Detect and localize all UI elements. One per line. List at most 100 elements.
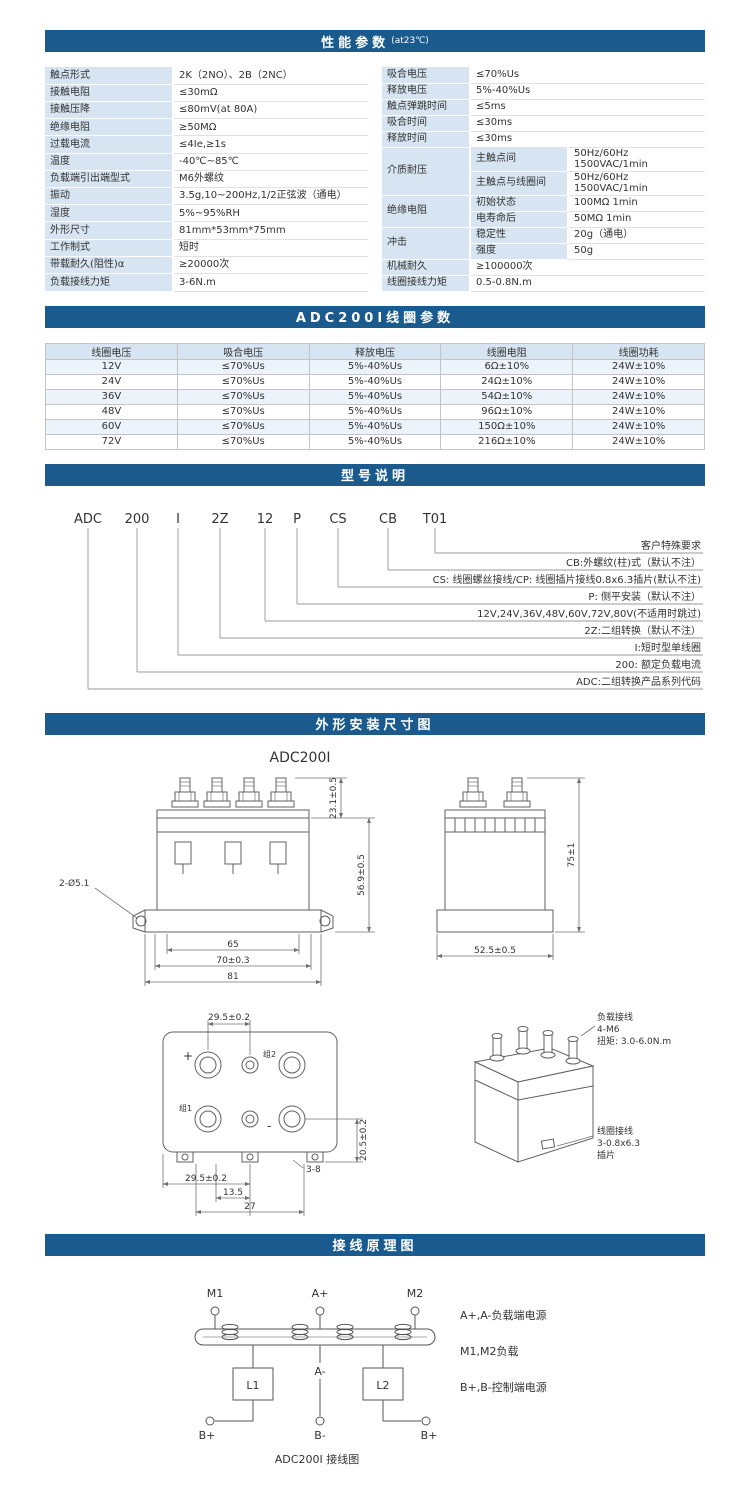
wiring-legend-line: A+,A-负载端电源 xyxy=(460,1308,547,1322)
terminal-m1-label: M1 xyxy=(207,1287,224,1300)
spec-label: 振动 xyxy=(45,187,174,206)
cell: 54Ω±10% xyxy=(440,388,574,405)
cell: ≤70%Us xyxy=(176,418,310,435)
dim-front-holes: 2-Ø5.1 xyxy=(59,878,89,889)
table-row: 工作制式短时 xyxy=(45,239,368,257)
dim-bottom-b1: 29.5±0.2 xyxy=(185,1174,227,1184)
spec-label: 吸合时间 xyxy=(382,115,471,132)
spec-value: 3-6N.m xyxy=(173,273,368,292)
column-header: 吸合电压 xyxy=(176,342,310,360)
section-title: 外形安装尺寸图 xyxy=(315,718,435,733)
spec-label: 绝缘电阻 xyxy=(45,118,174,137)
cell: 24V xyxy=(45,373,178,390)
load-terminal-note-size: 4-M6 xyxy=(597,1025,620,1035)
spec-label: 冲击 xyxy=(382,227,471,260)
spec-value: 20g（通电） xyxy=(568,227,705,244)
table-row: 吸合电压≤70%Us xyxy=(382,67,705,84)
cell: 6Ω±10% xyxy=(440,358,574,375)
spec-label: 吸合电压 xyxy=(382,67,471,84)
dim-bottom-b2: 13.5 xyxy=(223,1188,243,1198)
section-header-model: 型号说明 xyxy=(45,463,705,486)
spec-label: 外形尺寸 xyxy=(45,221,174,240)
section-title: 型号说明 xyxy=(340,469,409,484)
coil-terminal-note: 线圈接线 xyxy=(597,1125,633,1137)
dim-bottom-top: 29.5±0.2 xyxy=(208,1013,250,1023)
cell: 36V xyxy=(45,388,178,405)
cell: 5%-40%Us xyxy=(308,358,442,375)
model-desc: CB:外螺纹(柱)式（默认不注） xyxy=(566,556,701,569)
cell: 5%-40%Us xyxy=(308,418,442,435)
terminal-m2-label: M2 xyxy=(407,1287,424,1300)
cell: ≤70%Us xyxy=(176,403,310,420)
coil-l1-label: L1 xyxy=(246,1379,259,1392)
spec-value: 81mm*53mm*75mm xyxy=(173,221,368,240)
cell: 24W±10% xyxy=(572,358,705,375)
spec-sublabel: 强度 xyxy=(470,243,569,260)
spec-sublabel: 主触点与线圈间 xyxy=(470,171,569,196)
dim-front-total-height: 56.9±0.5 xyxy=(357,854,367,896)
table-row: 释放时间≤30ms xyxy=(382,131,705,148)
model-nomenclature-svg: ADC 200 I 2Z 12 P CS CB T01 xyxy=(74,512,703,689)
spec-value: 50Hz/60Hz 1500VAC/1min xyxy=(568,171,705,196)
table-row: 接触电阻≤30mΩ xyxy=(45,84,368,102)
model-desc: ADC:二组转换产品系列代码 xyxy=(576,675,701,688)
wiring-diagram-svg: M1 A+ M2 xyxy=(194,1287,547,1466)
spec-value: ≥50MΩ xyxy=(173,118,368,137)
model-code: 12 xyxy=(257,512,274,527)
dimension-drawing-svg: 23.1±0.5 56.9±0.5 2-Ø5.1 65 70±0.3 81 xyxy=(59,777,671,1216)
table-row: 触点弹跳时间≤5ms xyxy=(382,99,705,116)
dim-front-w3: 81 xyxy=(227,972,238,982)
dim-front-w2: 70±0.3 xyxy=(216,956,249,966)
spec-value: ≤30ms xyxy=(470,115,705,132)
spec-sublabel: 初始状态 xyxy=(470,195,569,212)
cell: 72V xyxy=(45,433,178,450)
terminal-bplus-left-label: B+ xyxy=(199,1429,216,1442)
model-code: T01 xyxy=(422,512,447,527)
section-header-wiring: 接线原理图 xyxy=(45,1233,705,1256)
cell: ≤70%Us xyxy=(176,388,310,405)
terminal-group2-label: 组2 xyxy=(263,1049,276,1059)
model-code: ADC xyxy=(74,512,102,527)
terminal-aplus-label: A+ xyxy=(312,1287,329,1300)
section-title-suffix: (at23℃) xyxy=(391,36,429,46)
model-desc: I:短时型单线圈 xyxy=(635,641,701,654)
cell: 5%-40%Us xyxy=(308,403,442,420)
dim-bottom-callout: 3-8 xyxy=(306,1165,321,1175)
section-title: 性能参数 xyxy=(321,35,390,51)
wiring-legend-line: B+,B-控制端电源 xyxy=(460,1380,547,1394)
spec-value: ≥100000次 xyxy=(470,259,705,276)
cell: 60V xyxy=(45,418,178,435)
spec-sublabel: 稳定性 xyxy=(470,227,569,244)
load-terminal-note-torque: 扭矩: 3.0-6.0N.m xyxy=(597,1035,671,1047)
dim-bottom-b3: 27 xyxy=(244,1202,255,1212)
cell: 24W±10% xyxy=(572,403,705,420)
dim-bottom-right: 20.5±0.2 xyxy=(359,1119,369,1161)
spec-value: 短时 xyxy=(173,239,368,257)
cell: 216Ω±10% xyxy=(440,433,574,450)
spec-label: 线圈接线力矩 xyxy=(382,275,471,292)
section-header-performance: 性能参数 (at23℃) xyxy=(45,30,705,52)
spec-value: ≤70%Us xyxy=(470,67,705,84)
spec-value: 5%-40%Us xyxy=(470,83,705,100)
spec-value: 3.5g,10~200Hz,1/2正弦波（通电） xyxy=(173,187,368,206)
table-row: 过载电流≤4Ie,≥1s xyxy=(45,135,368,154)
cell: 5%-40%Us xyxy=(308,373,442,390)
table-row: 吸合时间≤30ms xyxy=(382,115,705,132)
spec-value: ≤80mV(at 80A) xyxy=(173,101,368,120)
table-row: 接触压降≤80mV(at 80A) xyxy=(45,101,368,120)
wiring-caption: ADC200I 接线图 xyxy=(275,1452,359,1466)
spec-label: 机械耐久 xyxy=(382,259,471,276)
dim-side-width: 52.5±0.5 xyxy=(474,946,516,956)
model-code: CS xyxy=(329,512,346,527)
table-row: 温度-40℃~85℃ xyxy=(45,153,368,171)
spec-label: 接触压降 xyxy=(45,101,174,120)
spec-value: ≤4Ie,≥1s xyxy=(173,135,368,154)
cell: 5%-40%Us xyxy=(308,388,442,405)
